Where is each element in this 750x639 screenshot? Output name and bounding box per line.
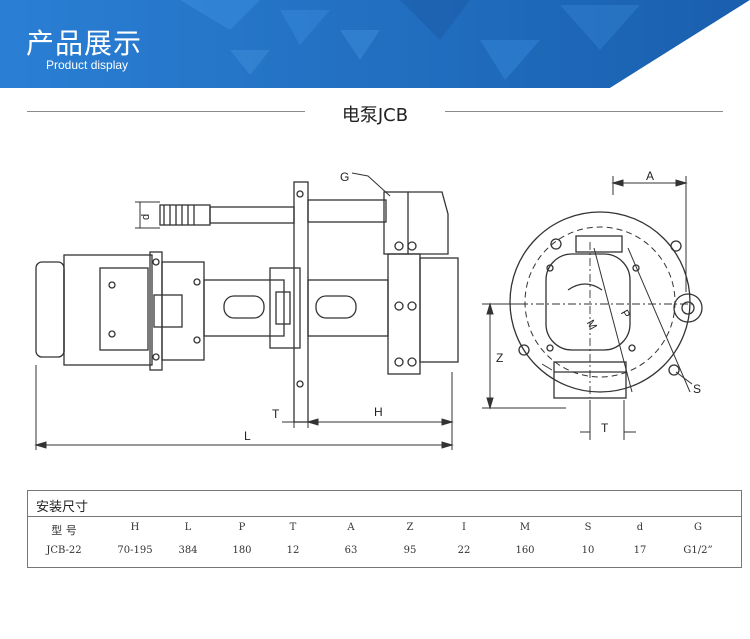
col-header: H (130, 522, 140, 533)
divider-left (27, 111, 305, 112)
label-l: L (244, 429, 251, 443)
col-header: L (184, 522, 192, 533)
col-header: Z (406, 522, 414, 533)
col-header: d (636, 522, 644, 533)
banner-subtitle: Product display (46, 58, 129, 72)
col-header: 型 号 (51, 524, 77, 537)
col-header: I (462, 522, 466, 533)
spec-table-title: 安装尺寸 (36, 500, 89, 515)
table-row: JCB-22 70-195 384 180 12 63 95 22 160 10… (28, 541, 741, 565)
label-t-front: T (601, 421, 609, 435)
col-header: T (289, 522, 297, 533)
section-title-text: 电泵JCB (331, 105, 419, 126)
pump-technical-drawing: G d T H L A Z T S M P (34, 169, 703, 450)
table-cell: 12 (286, 545, 300, 556)
table-cell: 180 (232, 545, 252, 556)
side-view (35, 172, 459, 423)
table-cell: 10 (581, 545, 595, 556)
table-cell: 63 (344, 545, 358, 556)
label-g: G (340, 170, 349, 184)
spec-table-header-row: 型 号 H L P T A Z I M S d G (28, 518, 741, 542)
table-cell: JCB-22 (46, 545, 82, 556)
col-header: S (584, 522, 592, 533)
label-a: A (646, 169, 654, 183)
label-m: M (584, 318, 599, 332)
header-banner: 产品展示 Product display (0, 0, 750, 88)
label-z: Z (496, 351, 503, 365)
banner-background (0, 0, 750, 88)
label-s: S (693, 382, 701, 396)
table-cell: 95 (403, 545, 417, 556)
col-header: M (519, 522, 531, 533)
label-d: d (140, 214, 152, 220)
banner-title: 产品展示 (26, 27, 143, 60)
side-view-dimensions (34, 201, 454, 450)
table-cell: 17 (633, 545, 647, 556)
label-t-side: T (272, 407, 280, 421)
table-cell: 70-195 (117, 545, 153, 556)
spec-table: 安装尺寸 型 号 H L P T A Z I M S d G JCB-22 70… (27, 490, 742, 568)
table-cell: 22 (457, 545, 471, 556)
spec-table-header: 安装尺寸 (28, 491, 741, 517)
label-h: H (374, 405, 383, 419)
col-header: P (238, 522, 246, 533)
table-cell: 160 (515, 545, 535, 556)
col-header: A (347, 522, 355, 533)
front-view-dimensions (482, 176, 693, 440)
table-cell: G1/2” (683, 545, 713, 556)
section-title: 电泵JCB (0, 101, 750, 127)
col-header: G (694, 522, 702, 533)
front-view (509, 211, 703, 399)
divider-right (445, 111, 723, 112)
table-cell: 384 (178, 545, 198, 556)
